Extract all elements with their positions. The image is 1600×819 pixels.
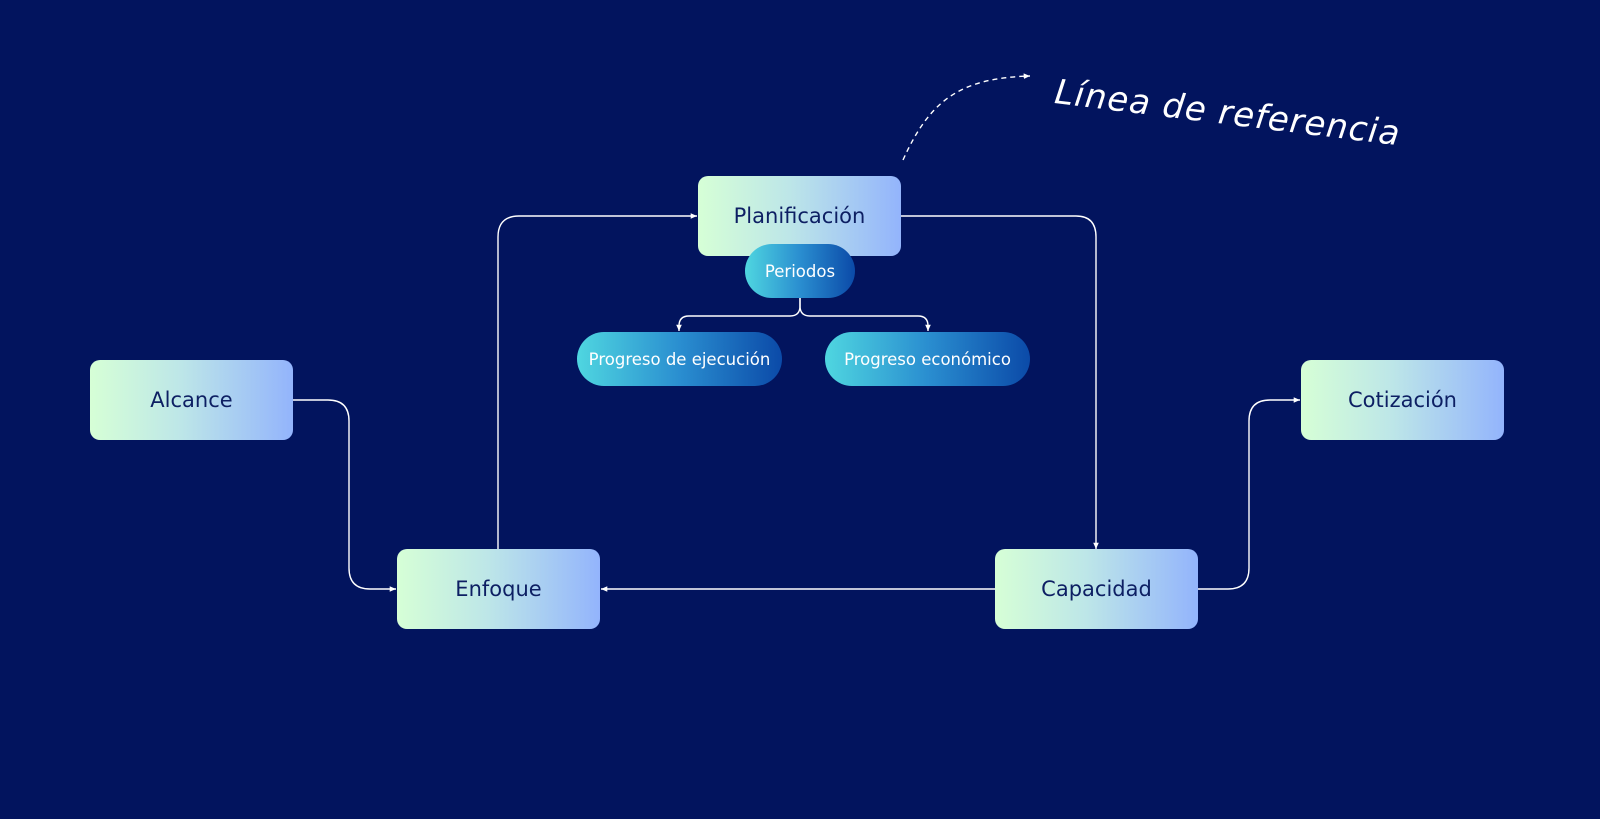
connector-enfoque-planificacion [497,213,697,549]
node-enfoque[interactable]: Enfoque [397,549,600,629]
subnode-periodos[interactable]: Periodos [745,244,855,298]
subnode-progreso-economico[interactable]: Progreso económico [825,332,1030,386]
connector-capacidad-cotizacion [1198,397,1300,590]
node-planificacion-label: Planificación [733,204,866,228]
connector-planificacion-capacidad [901,215,1099,549]
subnode-periodos-label: Periodos [764,261,836,281]
connector-alcance-enfoque [292,399,396,592]
node-enfoque-label: Enfoque [455,577,542,601]
subnode-progreso-ejecucion-label: Progreso de ejecución [588,349,771,369]
connector-periodos-ejecucion [676,298,801,331]
node-alcance[interactable]: Alcance [90,360,293,440]
connector-periodos-economico [799,298,931,331]
node-planificacion[interactable]: Planificación [698,176,901,256]
node-cotizacion[interactable]: Cotización [1301,360,1504,440]
node-cotizacion-label: Cotización [1347,388,1457,412]
subnode-progreso-ejecucion[interactable]: Progreso de ejecución [577,332,782,386]
node-alcance-label: Alcance [150,388,233,412]
subnode-progreso-economico-label: Progreso económico [844,349,1011,369]
node-capacidad-label: Capacidad [1041,577,1152,601]
node-capacidad[interactable]: Capacidad [995,549,1198,629]
annotation-arrow [902,73,1031,161]
